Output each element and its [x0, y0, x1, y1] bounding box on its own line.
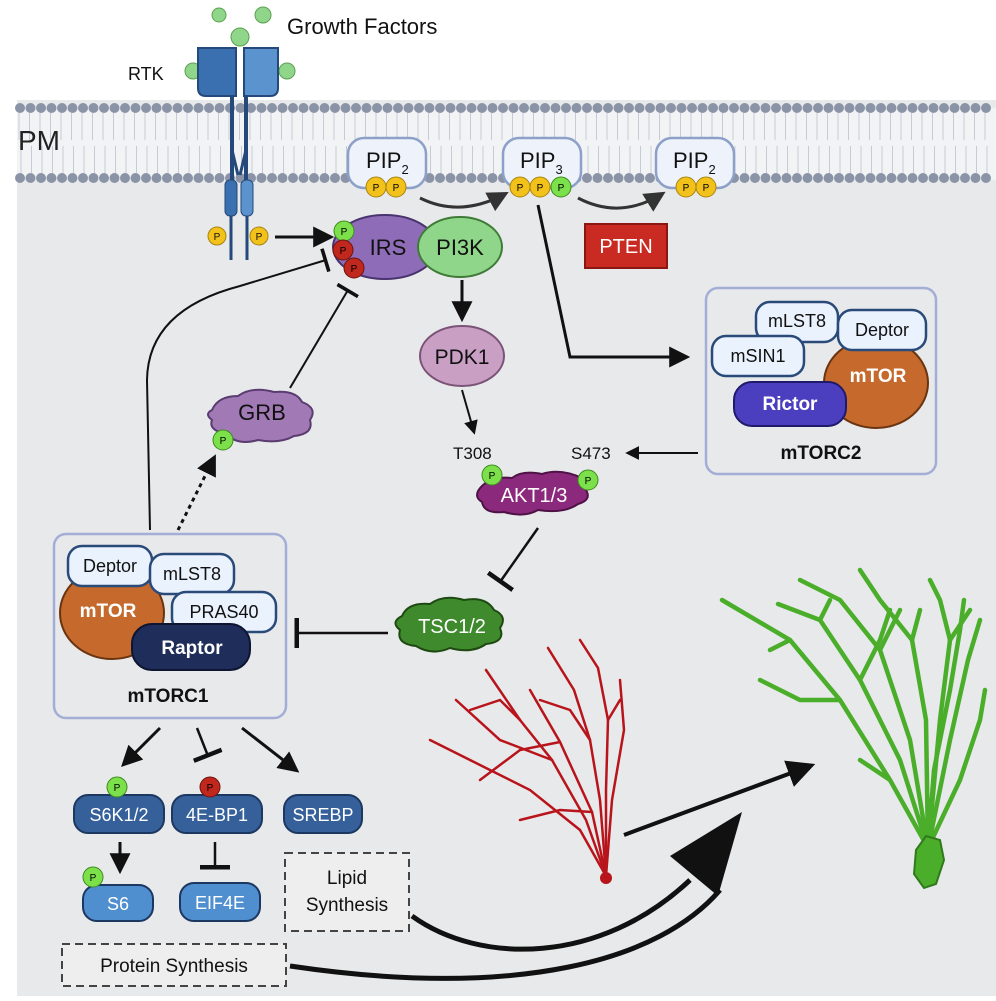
pi3k-node: PI3K [417, 216, 503, 278]
pm-label: PM [18, 125, 60, 156]
svg-text:Deptor: Deptor [83, 556, 137, 576]
svg-text:PRAS40: PRAS40 [189, 602, 258, 622]
svg-text:P: P [341, 227, 348, 238]
svg-text:P: P [683, 183, 690, 194]
svg-text:Raptor: Raptor [161, 638, 223, 659]
tsc-node: TSC1/2 [394, 596, 504, 653]
t308-label: T308 [453, 444, 492, 463]
svg-text:IRS: IRS [370, 235, 407, 260]
svg-text:P: P [489, 471, 496, 482]
svg-text:P: P [340, 246, 347, 257]
pip3-to-pip2-arrow [577, 191, 666, 212]
s6k-box: S6K1/2 P [73, 776, 165, 834]
pip3: PIP3 P P P [501, 136, 583, 198]
synthesis-arrowhead [670, 812, 742, 896]
mtorc1-inhibits-4ebp1 [192, 727, 223, 763]
small-red-neuron [428, 638, 626, 878]
svg-text:mTORC2: mTORC2 [781, 443, 862, 464]
svg-text:S6: S6 [107, 894, 129, 914]
rtk-receptor [197, 47, 279, 260]
svg-text:mSIN1: mSIN1 [730, 346, 785, 366]
pdk1-to-akt-arrow [461, 389, 478, 435]
large-green-neuron [719, 567, 988, 851]
pip3-to-mtorc2-arrow [536, 204, 691, 368]
svg-text:P: P [585, 476, 592, 487]
4ebp1-box: 4E-BP1 P [171, 776, 263, 834]
neuron-growth-arrow [623, 760, 816, 837]
akt-node: AKT1/3 P P [476, 464, 599, 516]
svg-text:P: P [517, 183, 524, 194]
svg-text:Lipid: Lipid [327, 868, 367, 889]
svg-text:Protein Synthesis: Protein Synthesis [100, 956, 248, 977]
svg-text:P: P [207, 783, 214, 794]
irs-phospho-green: P [333, 220, 355, 242]
svg-text:S6K1/2: S6K1/2 [89, 805, 148, 825]
pip2-left: PIP2 P P [346, 136, 428, 198]
svg-text:P: P [214, 232, 221, 243]
mtorc1-to-srebp-arrow [241, 726, 300, 773]
small-red-neuron-soma [600, 872, 612, 884]
svg-text:PIP2: PIP2 [366, 148, 409, 177]
irs-phospho-red: P P [332, 239, 365, 279]
lipid-synthesis-box: Lipid Synthesis [284, 852, 410, 932]
svg-text:PIP3: PIP3 [520, 148, 563, 177]
svg-text:Synthesis: Synthesis [306, 895, 388, 916]
growth-factor-molecules [184, 6, 296, 80]
rtk-label: RTK [128, 64, 164, 84]
svg-text:Rictor: Rictor [763, 394, 819, 415]
svg-text:Deptor: Deptor [855, 320, 909, 340]
svg-text:P: P [351, 264, 358, 275]
svg-text:mLST8: mLST8 [163, 564, 221, 584]
svg-text:TSC1/2: TSC1/2 [418, 616, 486, 638]
svg-text:P: P [220, 436, 227, 447]
mtorc1-to-grb-dotted-arrow [176, 454, 216, 531]
svg-text:PI3K: PI3K [436, 235, 484, 260]
svg-text:P: P [256, 232, 263, 243]
large-green-neuron-soma [912, 834, 946, 890]
mtorc1-complex: mTOR Deptor mLST8 PRAS40 Raptor mTORC1 [52, 532, 288, 720]
svg-text:P: P [558, 183, 565, 194]
pten-box: PTEN [584, 223, 668, 269]
synthesis-to-neuron-arrow [289, 878, 722, 981]
svg-text:mTOR: mTOR [80, 601, 137, 622]
s473-label: S473 [571, 444, 611, 463]
rtk-phospho-right: P [249, 226, 269, 246]
svg-text:mTOR: mTOR [850, 366, 907, 387]
pip2-to-pip3-arrow [419, 192, 509, 212]
svg-text:EIF4E: EIF4E [195, 893, 245, 913]
mtorc1-inhibits-irs [145, 248, 331, 531]
s6-box: S6 P [82, 866, 154, 922]
growth-factors-label: Growth Factors [287, 14, 437, 39]
akt-inhibits-tsc [486, 527, 540, 592]
svg-text:SREBP: SREBP [292, 805, 353, 825]
svg-text:P: P [703, 183, 710, 194]
svg-text:mLST8: mLST8 [768, 311, 826, 331]
svg-text:PIP2: PIP2 [673, 148, 716, 177]
grb-node: GRB P [207, 388, 314, 451]
svg-text:P: P [393, 183, 400, 194]
svg-text:AKT1/3: AKT1/3 [501, 485, 568, 507]
svg-text:mTORC1: mTORC1 [128, 686, 209, 707]
svg-text:4E-BP1: 4E-BP1 [186, 805, 248, 825]
mtorc2-complex: mTOR mLST8 Deptor mSIN1 Rictor mTORC2 [704, 286, 938, 476]
svg-text:P: P [537, 183, 544, 194]
svg-text:P: P [90, 873, 97, 884]
pdk1-node: PDK1 [419, 325, 505, 387]
svg-text:P: P [114, 783, 121, 794]
svg-text:PDK1: PDK1 [435, 346, 490, 369]
grb-inhibits-irs [289, 282, 359, 389]
srebp-box: SREBP [283, 794, 363, 834]
eif4e-box: EIF4E [179, 882, 261, 922]
pip2-right: PIP2 P P [654, 136, 736, 198]
mtorc1-to-s6k-arrow [121, 726, 162, 767]
protein-synthesis-box: Protein Synthesis [61, 943, 287, 987]
svg-text:GRB: GRB [238, 400, 286, 425]
svg-text:P: P [373, 183, 380, 194]
rtk-phospho-left: P [207, 226, 227, 246]
svg-text:PTEN: PTEN [599, 236, 652, 258]
